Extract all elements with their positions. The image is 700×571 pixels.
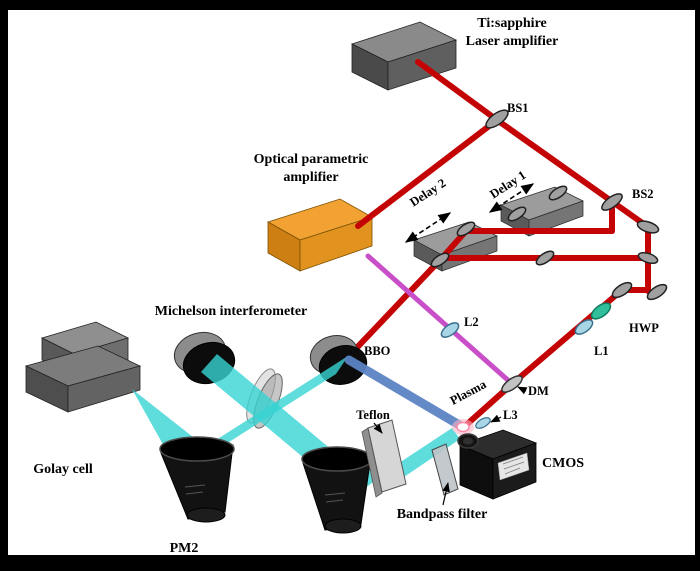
label-l2: L2 (464, 315, 479, 329)
hwp-optic (590, 302, 612, 320)
second-harmonic-beam (344, 355, 466, 431)
thz-beam (396, 428, 460, 477)
label-dm: DM (528, 384, 549, 398)
mirror-optic (611, 281, 633, 299)
bs1-optic (485, 109, 509, 129)
dm-pointer-arrow (517, 386, 528, 395)
dm-optic (501, 375, 523, 393)
l1-lens (574, 319, 594, 335)
annotation-arrows (373, 386, 528, 506)
mirror-optic (456, 221, 476, 237)
laser-amplifier-device (350, 21, 458, 91)
label-teflon: Teflon (356, 408, 390, 422)
l3-lens (475, 417, 491, 429)
label-bandpass: Bandpass filter (397, 507, 488, 522)
delay1-motion-arrow (488, 183, 535, 213)
bs2-optic (601, 193, 623, 211)
cmos-sticker-lines (502, 456, 525, 475)
thz-beam (201, 354, 345, 479)
label-bs2: BS2 (632, 187, 654, 201)
plasma-core (456, 421, 470, 433)
parabolic-mirror-2 (301, 446, 373, 534)
bandpass-pointer-arrow (442, 482, 450, 506)
cmos-lens-inner (463, 437, 473, 445)
delay-translation-arrows (404, 183, 535, 243)
cmos-camera (457, 429, 538, 500)
label-l1: L1 (594, 344, 609, 358)
label-hwp: HWP (629, 321, 659, 335)
mirror-optic (636, 220, 660, 234)
l2-lens (440, 322, 460, 338)
pm2-engraving (324, 492, 346, 503)
parabolic-mirror-1 (159, 436, 235, 523)
golay-base-box-right (67, 365, 141, 413)
plasma-spot (452, 419, 474, 435)
mirror-optic (548, 185, 568, 201)
label-cmos: CMOS (542, 456, 584, 471)
label-opa-line1: Optical parametric (254, 152, 369, 167)
mirror-optic (646, 283, 668, 301)
label-l3: L3 (503, 408, 518, 422)
stage2-right (441, 235, 498, 272)
label-michelson: Michelson interferometer (155, 304, 308, 319)
label-bbo: BBO (364, 344, 391, 358)
l3-pointer-arrow (490, 414, 502, 423)
bandpass-filter-plate (431, 443, 459, 496)
label-laser-line2: Laser amplifier (466, 34, 559, 49)
teflon-pointer-arrow (373, 422, 383, 434)
pm1-opening (159, 436, 235, 462)
beam-segment (355, 117, 500, 229)
mirror-optic (430, 252, 450, 268)
opa-box-right (299, 216, 373, 272)
mirror-optics (430, 109, 668, 301)
label-pm2: PM2 (170, 541, 199, 556)
teflon-face (367, 419, 407, 493)
beam-segment (494, 117, 651, 230)
mirror-optic (637, 251, 659, 265)
teflon-plate (361, 419, 407, 498)
label-bs1: BS1 (507, 101, 529, 115)
label-golay: Golay cell (33, 462, 93, 477)
opa-beam (365, 253, 513, 385)
pm2-opening (301, 446, 373, 472)
golay-cell-device (24, 321, 142, 413)
pm1-base (186, 507, 226, 523)
mirror-optic (535, 250, 555, 266)
beam-segment (346, 257, 443, 359)
label-laser-line1: Ti:sapphire (477, 16, 547, 31)
cmos-sticker (497, 452, 530, 481)
teflon-side (361, 427, 383, 498)
delay2-motion-arrow (404, 212, 452, 243)
opa-device (267, 198, 373, 272)
pm1-engraving (184, 484, 206, 495)
pm2-base (324, 518, 362, 534)
beam-segment (415, 59, 500, 123)
label-opa-line2: amplifier (283, 170, 338, 185)
